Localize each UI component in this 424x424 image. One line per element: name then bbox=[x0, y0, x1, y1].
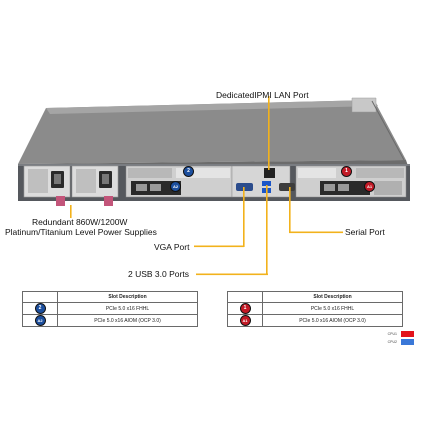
rear-mounting-bracket bbox=[351, 97, 377, 113]
slot-table-left: Slot Description 2 PCIe 5.0 x16 FHHL A2 … bbox=[22, 291, 198, 327]
slot-description: PCIe 5.0 x16 FHHL bbox=[262, 302, 403, 315]
slot-description: PCIe 5.0 x16 AIOM (OCP 3.0) bbox=[262, 314, 403, 327]
cpu-legend: CPU1 CPU2 bbox=[378, 331, 414, 345]
slot-2-badge: 2 bbox=[183, 166, 194, 177]
serial-port-graphic bbox=[279, 183, 295, 191]
slot-badge: 1 bbox=[239, 303, 251, 314]
table-row: 1 PCIe 5.0 x16 FHHL bbox=[227, 302, 403, 315]
slot-table-right: Slot Description 1 PCIe 5.0 x16 FHHL A1 … bbox=[227, 291, 403, 327]
table-row: 2 PCIe 5.0 x16 FHHL bbox=[22, 302, 198, 315]
slot-badge: A1 bbox=[239, 315, 251, 326]
psu-handle bbox=[56, 196, 65, 206]
table-row: A2 PCIe 5.0 x16 AIOM (OCP 3.0) bbox=[22, 314, 198, 327]
legend-item-cpu2: CPU2 bbox=[378, 339, 414, 345]
legend-item-cpu1: CPU1 bbox=[378, 331, 414, 337]
legend-swatch bbox=[401, 331, 414, 337]
psu-callout-line1: Redundant 860W/1200W bbox=[32, 217, 128, 227]
ipmi-lan-port-graphic bbox=[264, 168, 275, 178]
psu-callout-line2: Platinum/Titanium Level Power Supplies bbox=[5, 227, 157, 237]
psu-handle bbox=[104, 196, 113, 206]
table-row: A1 PCIe 5.0 x16 AIOM (OCP 3.0) bbox=[227, 314, 403, 327]
ipmi-lan-callout: DedicatedIPMI LAN Port bbox=[216, 90, 309, 100]
leader-psu bbox=[70, 205, 72, 218]
chassis-top-cover bbox=[18, 100, 406, 164]
leader-vga bbox=[243, 187, 245, 247]
io-block bbox=[231, 165, 291, 198]
power-supply-2 bbox=[71, 165, 119, 198]
slot-table-header: Slot Description bbox=[57, 291, 198, 303]
slot-table-header: Slot Description bbox=[262, 291, 403, 303]
slot-a2-badge: A2 bbox=[170, 181, 181, 192]
slot-description: PCIe 5.0 x16 AIOM (OCP 3.0) bbox=[57, 314, 198, 327]
leader-ipmi bbox=[268, 96, 270, 170]
slot-badge: 2 bbox=[34, 303, 46, 314]
power-supply-1 bbox=[23, 165, 71, 198]
slot-description: PCIe 5.0 x16 FHHL bbox=[57, 302, 198, 315]
leader-usb bbox=[266, 185, 268, 275]
slot-badge: A2 bbox=[34, 315, 46, 326]
legend-label: CPU2 bbox=[387, 340, 397, 344]
leader-serial bbox=[289, 187, 291, 233]
slot-a1-badge: A1 bbox=[364, 181, 375, 192]
legend-swatch bbox=[401, 339, 414, 345]
slot-1-badge: 1 bbox=[341, 166, 352, 177]
vga-callout: VGA Port bbox=[154, 242, 190, 252]
serial-callout: Serial Port bbox=[345, 227, 385, 237]
legend-label: CPU1 bbox=[387, 332, 397, 336]
usb-callout: 2 USB 3.0 Ports bbox=[128, 269, 189, 279]
